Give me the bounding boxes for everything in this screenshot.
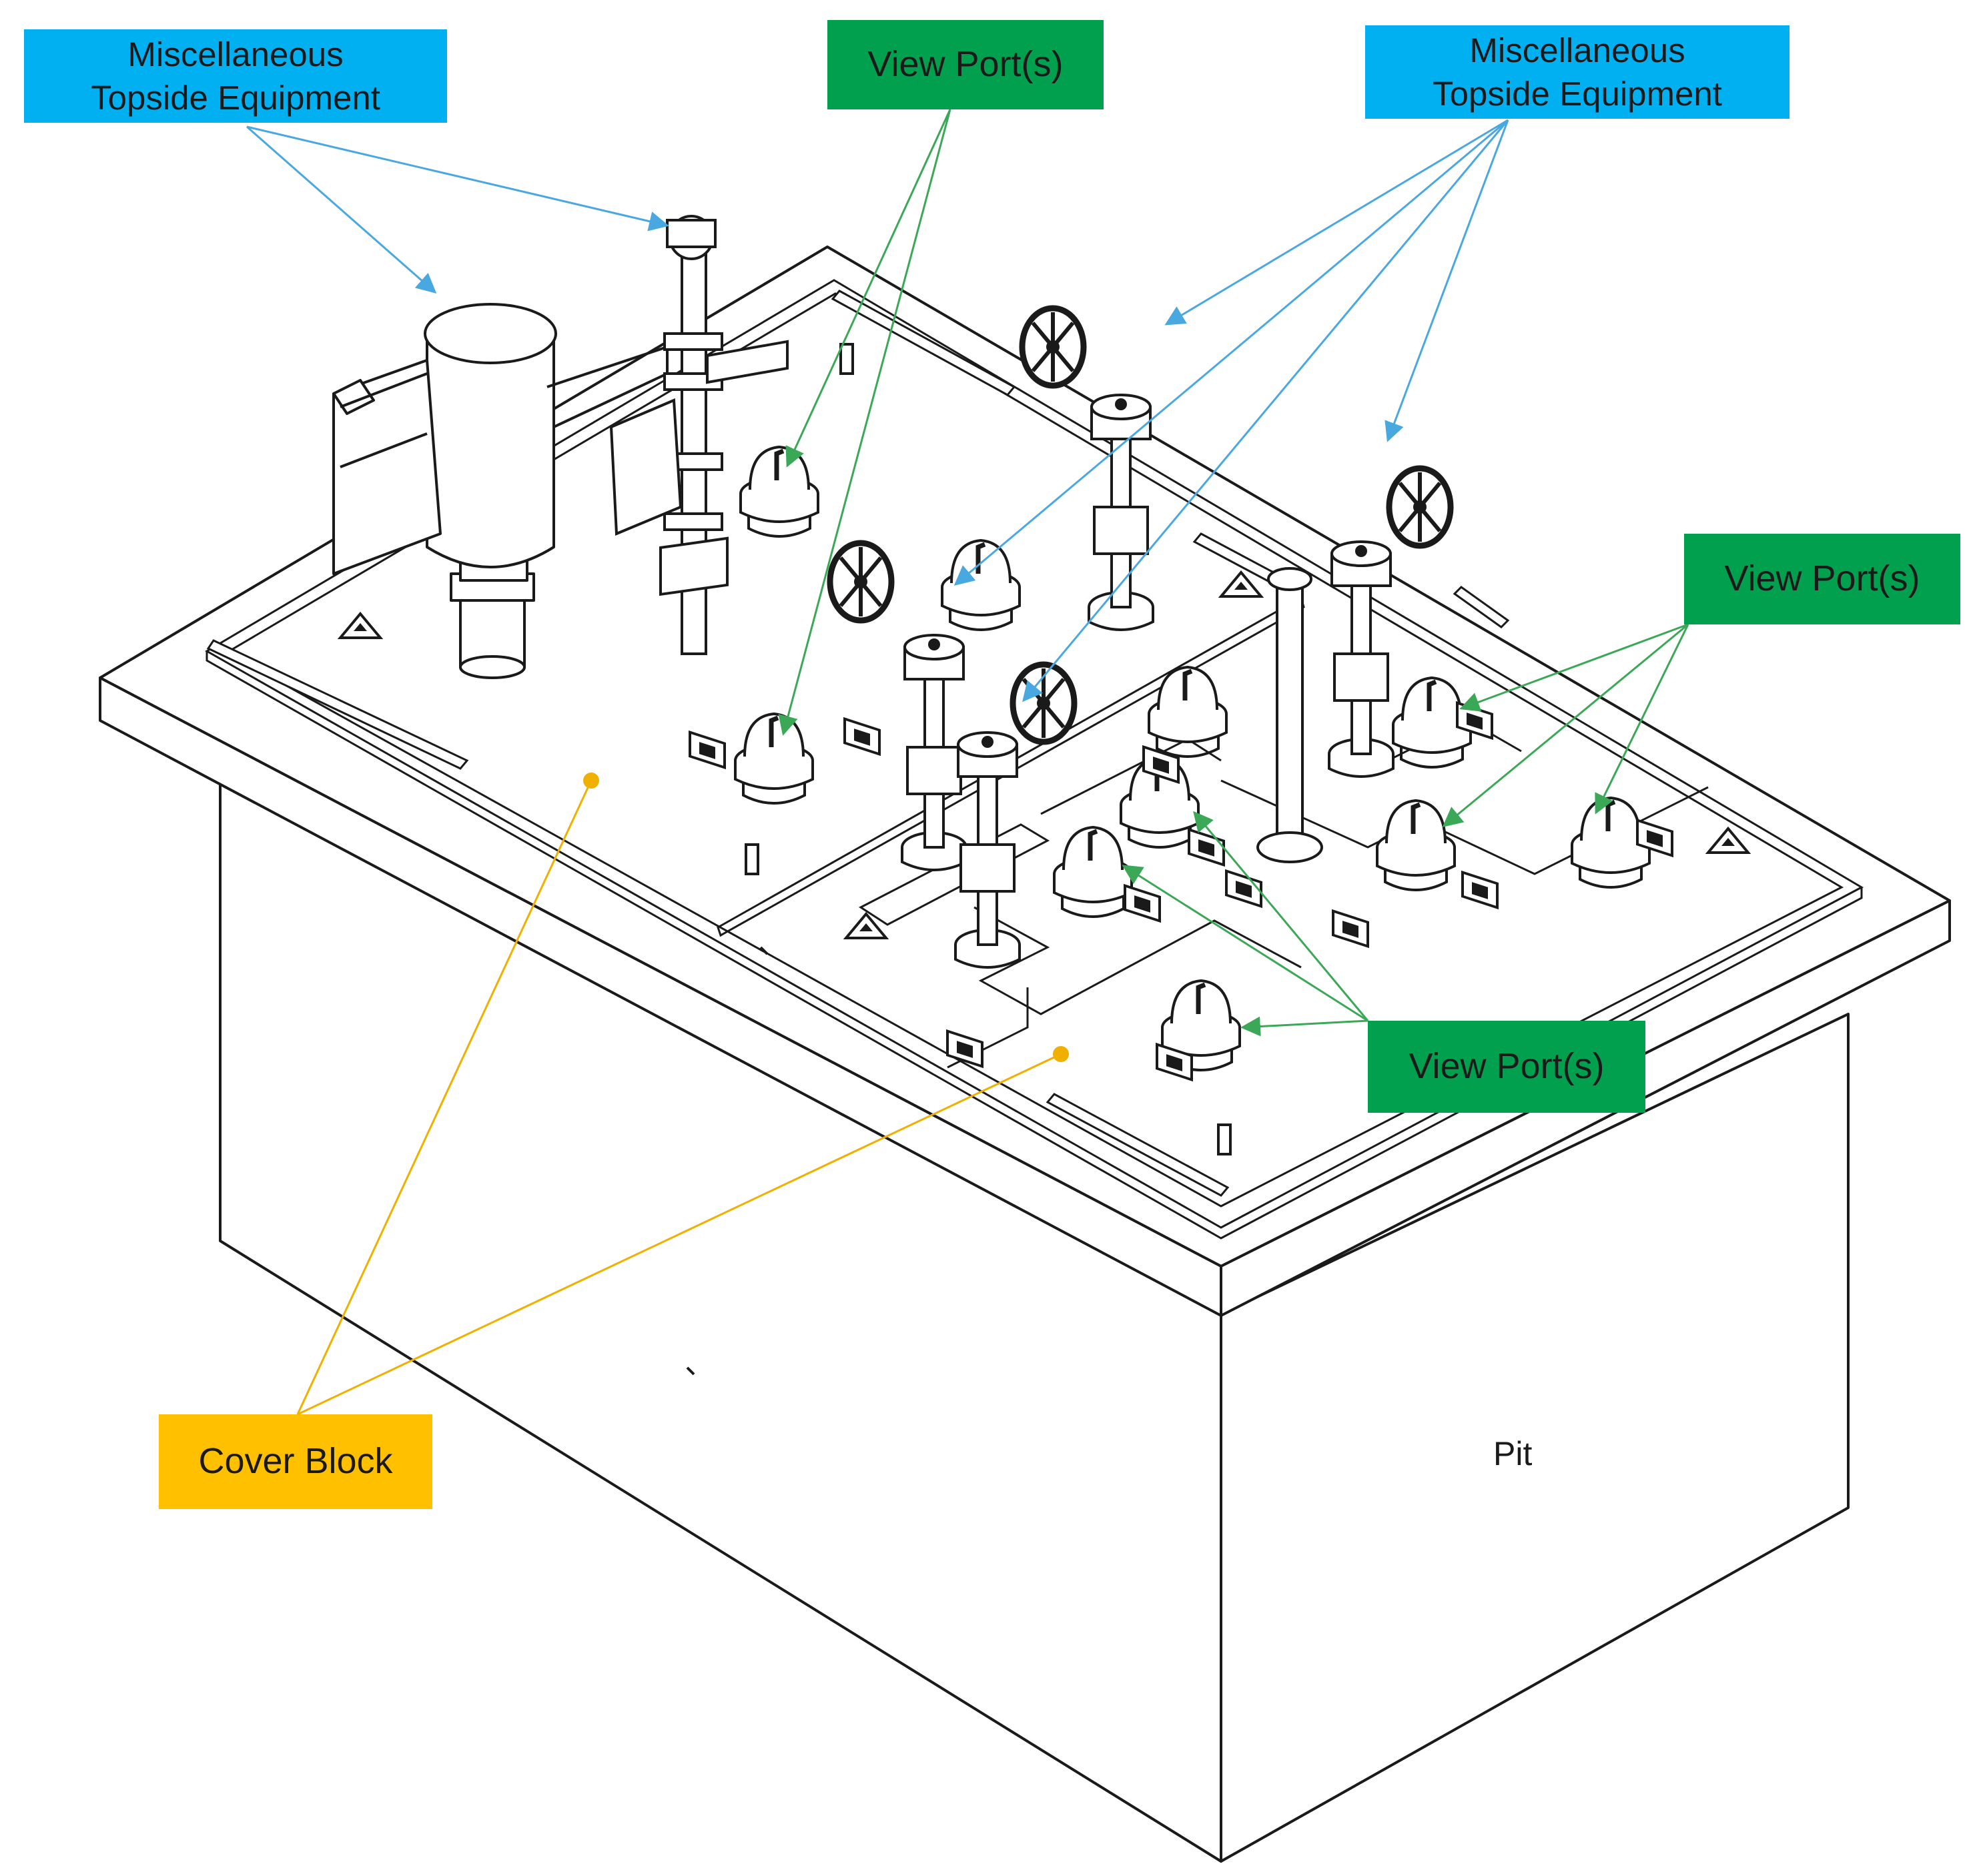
tank-equipment (332, 303, 669, 679)
label-text: View Port(s) (867, 44, 1064, 85)
cover-dot (583, 773, 599, 789)
view-ports-label-bottom: View Port(s) (1368, 1021, 1645, 1113)
label-line: Miscellaneous (1469, 31, 1685, 69)
label-text: View Port(s) (1724, 558, 1920, 599)
cover-block-label: Cover Block (159, 1414, 432, 1509)
leader-lines-misc (246, 119, 1509, 702)
misc-topside-equipment-label-right: Miscellaneous Topside Equipment (1365, 25, 1790, 119)
label-line: Topside Equipment (91, 79, 380, 117)
view-ports-label-top: View Port(s) (827, 20, 1104, 109)
pit-label: Pit (1493, 1435, 1533, 1472)
label-line: Topside Equipment (1433, 75, 1722, 113)
recess-frame (205, 279, 1864, 1240)
pit-right-wall (1220, 1013, 1850, 1863)
leader-lines-cover (296, 773, 1069, 1416)
misc-topside-equipment-label-left: Miscellaneous Topside Equipment (24, 29, 447, 123)
label-line: Miscellaneous (127, 35, 344, 73)
cover-dot (1053, 1046, 1069, 1062)
mast-equipment (609, 215, 789, 655)
flange-pipe (686, 343, 1232, 1376)
leader-lines-view (778, 109, 1689, 1037)
view-ports-label-right: View Port(s) (1684, 534, 1960, 624)
cover-block-slab (99, 246, 1951, 1317)
label-text: Cover Block (198, 1441, 393, 1482)
label-text: View Port(s) (1409, 1046, 1605, 1087)
valve-actuators (830, 308, 1451, 969)
